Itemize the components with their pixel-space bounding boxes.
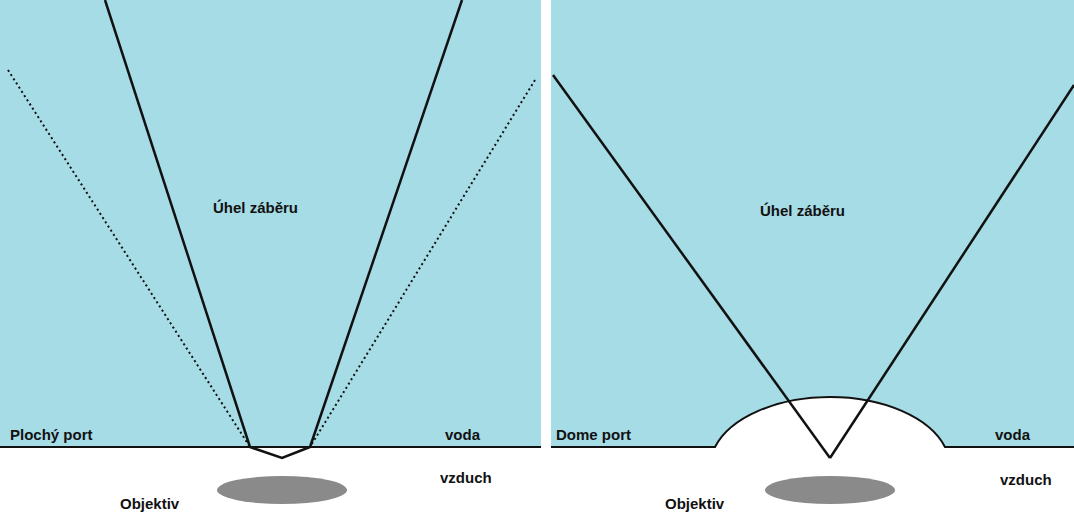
water: [551, 0, 1074, 447]
unrefracted-ray: [8, 70, 250, 447]
angle-of-view-label: Úhel záběru: [760, 203, 845, 218]
port-label: Dome port: [556, 427, 631, 442]
medium-label: voda: [445, 427, 480, 442]
air-ray: [250, 447, 310, 458]
lens: [765, 476, 895, 504]
lens: [217, 476, 347, 504]
ray: [830, 85, 1074, 458]
angle-of-view-label: Úhel záběru: [213, 200, 298, 215]
medium-label: vzduch: [1000, 472, 1052, 487]
lens-label: Objektiv: [665, 496, 724, 511]
ray: [553, 75, 830, 458]
flat-port: [0, 446, 541, 448]
medium-label: voda: [995, 427, 1030, 442]
water: [0, 0, 541, 447]
unrefracted-ray: [310, 80, 535, 447]
port-label: Plochý port: [10, 427, 93, 442]
refracted-ray: [105, 0, 250, 447]
dome-port: [551, 397, 1074, 447]
refracted-ray: [310, 0, 462, 447]
lens-label: Objektiv: [120, 496, 179, 511]
medium-label: vzduch: [440, 470, 492, 485]
